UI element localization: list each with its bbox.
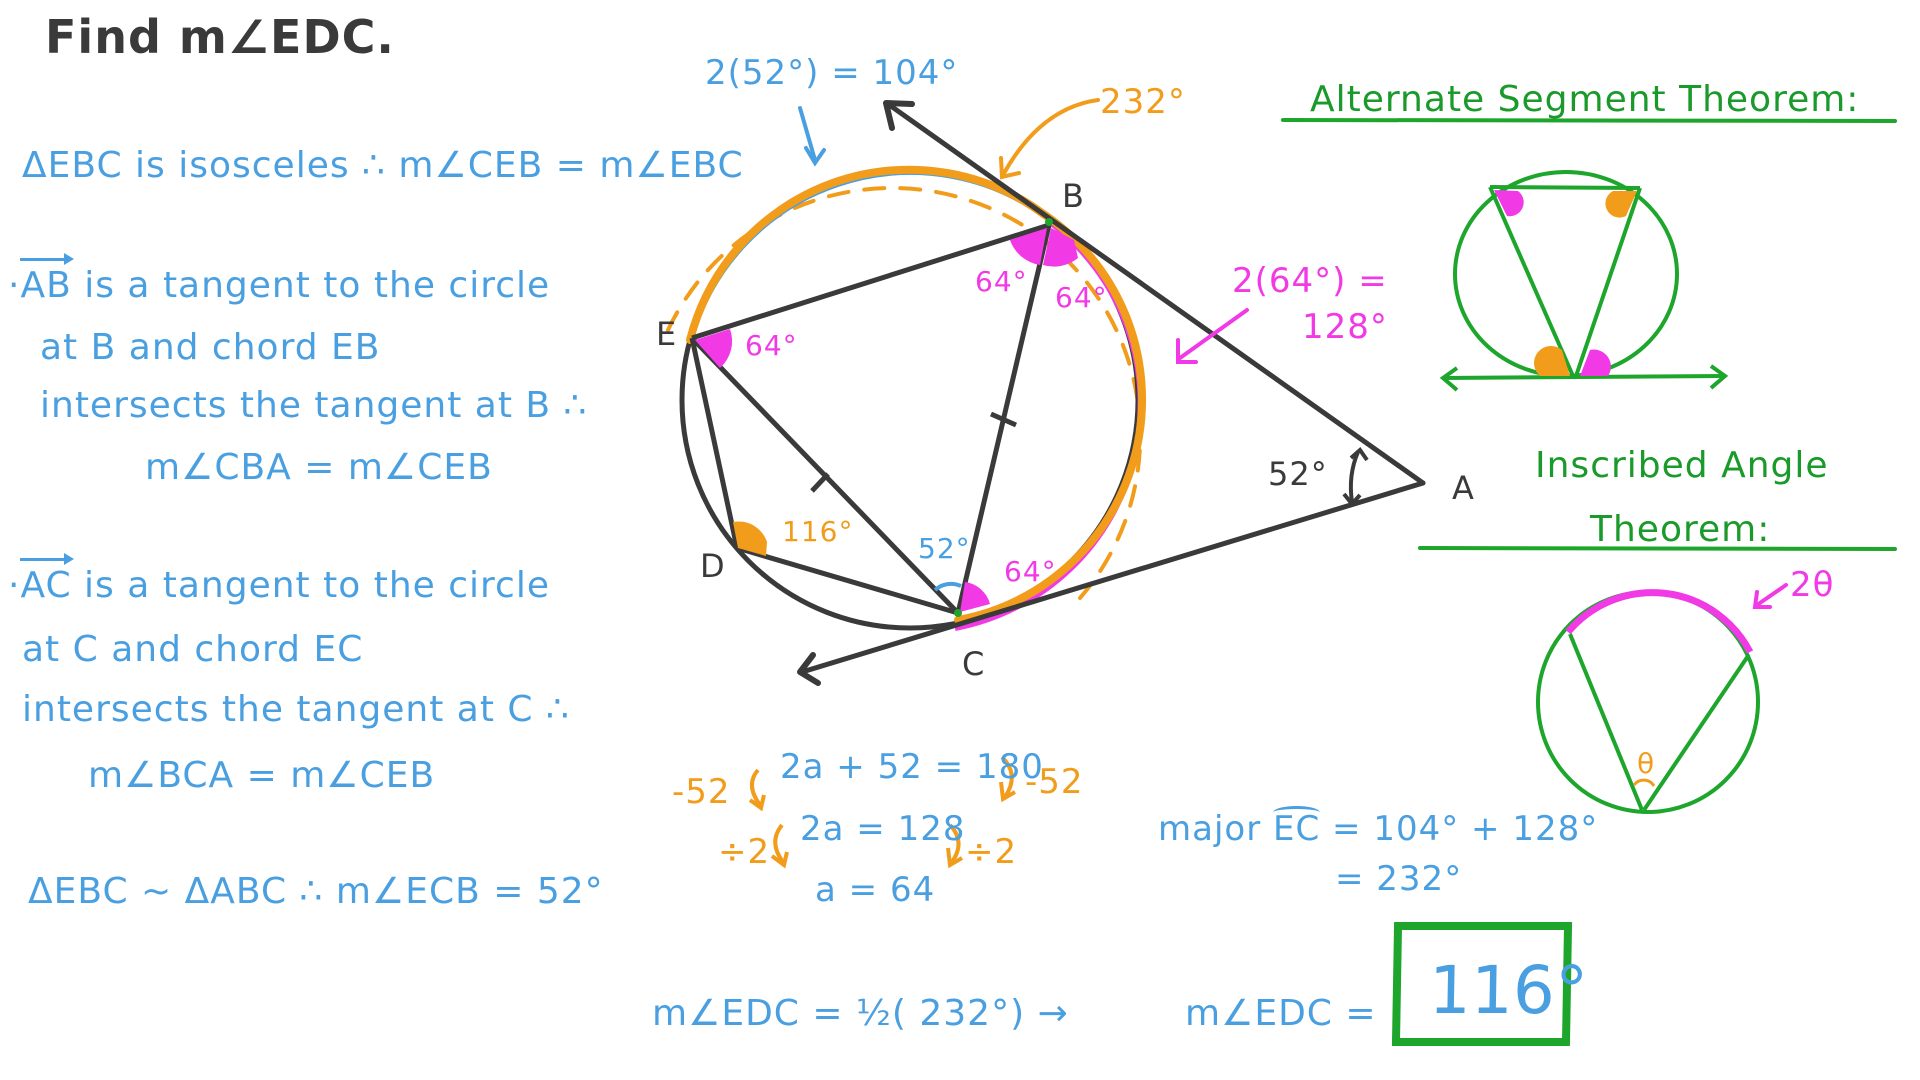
arrowhead-AB-icon [883, 100, 915, 131]
angle-A-indicator-icon [1348, 451, 1360, 503]
tick-EC [810, 472, 830, 493]
tangent-AB [885, 101, 1426, 486]
tick-BC [989, 411, 1018, 428]
alternate-segment-title: Alternate Segment Theorem: [1310, 79, 1860, 120]
alt-seg-angle-bottom-left [1533, 345, 1570, 376]
arc-label-128-line1: 2(64°) = [1232, 261, 1388, 301]
op-arrow-left-1 [750, 768, 762, 807]
final-answer-prefix: m∠EDC = [1185, 993, 1377, 1034]
angle-label-D: 116° [782, 515, 854, 548]
arrowhead-AC-icon [797, 652, 821, 686]
step-tangent-ab-line1: ·AB is a tangent to the circle [8, 253, 551, 306]
algebra-op2-right: ÷2 [965, 832, 1018, 872]
algebra-line2: 2a = 128 [800, 809, 966, 849]
algebra-op1-right: -52 [1025, 762, 1084, 802]
arrow-232-icon [1001, 98, 1100, 177]
angle-label-C-right: 64° [1004, 555, 1057, 588]
arc-label-104: 2(52°) = 104° [705, 53, 959, 93]
alt-seg-angle-bottom-right [1580, 349, 1611, 376]
inscribed-angle-label: θ [1637, 747, 1656, 780]
vector-AB: AB [20, 253, 75, 306]
alt-seg-tangent [1442, 374, 1726, 380]
alt-seg-angle-top-right [1605, 191, 1637, 218]
label-point-E: E [656, 315, 678, 353]
algebra-line3: a = 64 [815, 870, 936, 910]
algebra-op1-left: -52 [672, 772, 731, 812]
point-C-dot [954, 609, 962, 617]
op-arrow-left-2 [773, 823, 785, 864]
label-point-D: D [700, 547, 726, 585]
alt-seg-circle [1453, 170, 1679, 378]
step-tangent-ac-conclusion: m∠BCA = m∠CEB [88, 755, 436, 796]
angle-B-right-marker [1043, 228, 1078, 267]
angle-label-C-left: 52° [918, 532, 971, 565]
angle-C-right-marker [960, 582, 990, 612]
angle-label-A: 52° [1268, 455, 1328, 493]
angle-E-marker [695, 329, 733, 368]
angle-label-B-left: 64° [975, 265, 1028, 298]
angle-B-left-marker [1010, 228, 1047, 265]
algebra-line1: 2a + 52 = 180 [780, 747, 1044, 787]
arrow-128-icon [1178, 308, 1249, 360]
final-answer-value: 116° [1428, 952, 1589, 1029]
chord-EB [691, 222, 1050, 341]
inscribed-angle-title-line2: Theorem: [1590, 509, 1771, 550]
inscribed-angle-title-line1: Inscribed Angle [1535, 445, 1829, 486]
step-similar-triangles: ΔEBC ~ ΔABC ∴ m∠ECB = 52° [28, 871, 604, 912]
problem-title: Find m∠EDC. [45, 10, 395, 64]
arc-label-232: 232° [1100, 82, 1186, 122]
step-tangent-ac-line2: at C and chord EC [22, 629, 364, 670]
final-expression: m∠EDC = ½( 232°) → [652, 993, 1069, 1034]
chord-ED [689, 337, 740, 549]
inscribed-underline [1418, 546, 1897, 551]
angle-label-E: 64° [745, 329, 798, 362]
step-tangent-ab-line2: at B and chord EB [40, 327, 381, 368]
inscribed-arc-label: 2θ [1790, 565, 1835, 605]
step-tangent-ab-conclusion: m∠CBA = m∠CEB [145, 447, 493, 488]
angle-label-B-right: 64° [1055, 281, 1108, 314]
op-arrow-right-2 [948, 823, 961, 864]
answer-box: 116° [1391, 922, 1589, 1046]
algebra-op2-left: ÷2 [718, 832, 771, 872]
vector-AC: AC [20, 553, 74, 606]
major-arc-line1: major EC = 104° + 128° [1158, 806, 1599, 849]
label-point-A: A [1452, 469, 1475, 507]
inscribed-arc-2theta [1565, 589, 1754, 654]
angle-C-left-arc [933, 581, 962, 592]
step-tangent-ac-line1: ·AC is a tangent to the circle [8, 553, 550, 606]
step-tangent-ab-line3: intersects the tangent at B ∴ [40, 385, 588, 426]
chord-DC [736, 545, 959, 616]
step-isosceles: ΔEBC is isosceles ∴ m∠CEB = m∠EBC [22, 145, 744, 186]
arc-EC-symbol: EC [1273, 806, 1321, 849]
alt-seg-underline [1281, 118, 1897, 123]
inscribed-angle-arc [1632, 778, 1656, 787]
arc-EB-blue [689, 170, 1048, 337]
label-point-C: C [962, 645, 986, 683]
angle-D-marker [733, 521, 767, 556]
arrow-104-icon [798, 106, 817, 162]
step-tangent-ac-line3: intersects the tangent at C ∴ [22, 689, 570, 730]
label-point-B: B [1062, 177, 1085, 215]
tangent-AC [799, 480, 1426, 675]
major-arc-line2: = 232° [1335, 859, 1463, 899]
arc-label-128-line2: 128° [1302, 307, 1388, 347]
point-B-dot [1045, 218, 1053, 226]
op-arrow-right-1 [1000, 755, 1014, 799]
arrow-2theta-icon [1755, 583, 1788, 607]
alt-seg-angle-top-left [1494, 190, 1524, 217]
